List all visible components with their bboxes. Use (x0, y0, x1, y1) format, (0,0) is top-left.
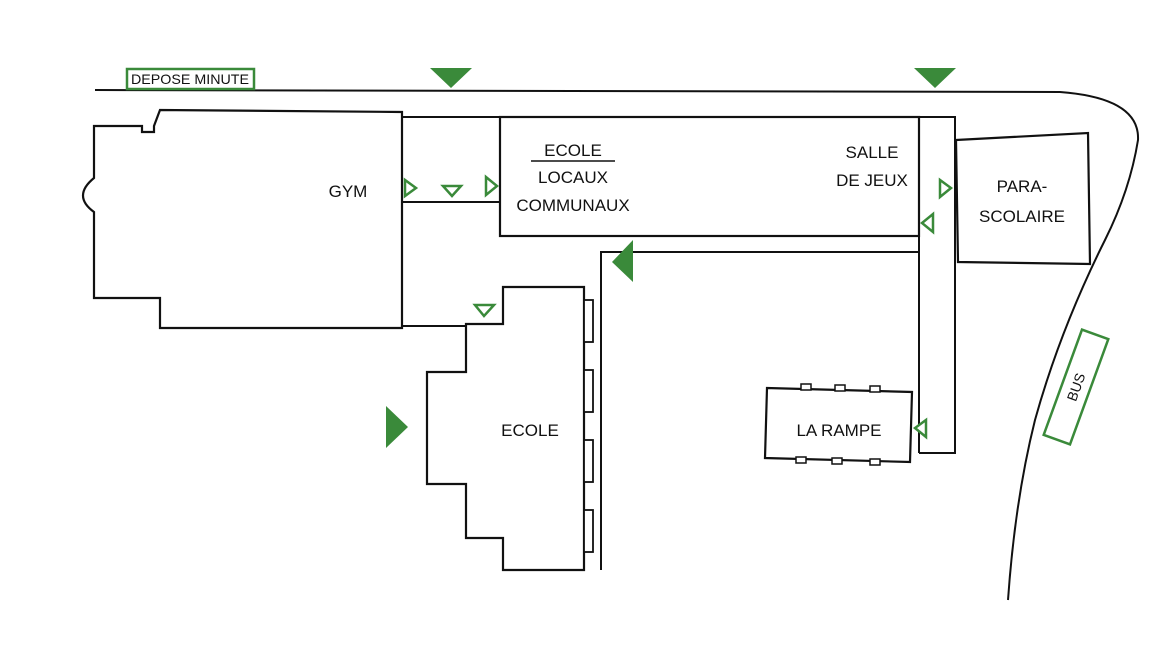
right-walkway (919, 116, 956, 454)
ecole-window (583, 369, 594, 413)
ecole-window (583, 299, 594, 343)
ecole-locaux-label-line2: LOCAUX (538, 168, 608, 187)
depose-minute-box (125, 67, 256, 91)
rampe-notch (800, 383, 812, 391)
ecole-locaux-building (498, 115, 921, 238)
depose-minute-label: DEPOSE MINUTE (131, 71, 249, 87)
rampe-notch (869, 458, 881, 466)
bus-stop: BUS (1042, 327, 1110, 447)
ecole-locaux-label-line1: ECOLE (544, 141, 602, 160)
salle-jeux-label-line2: DE JEUX (836, 171, 908, 190)
la-rampe-building (763, 386, 914, 464)
rampe-notch (869, 385, 881, 393)
inner-walkway (600, 251, 919, 570)
rampe-notch (795, 456, 807, 464)
ecole-building (425, 285, 586, 572)
path-marker-icon (938, 177, 954, 200)
gym-label: GYM (329, 182, 368, 201)
la-rampe-label: LA RAMPE (796, 421, 881, 440)
rampe-notch (831, 457, 843, 465)
gym-building (81, 108, 404, 330)
ecole-label: ECOLE (501, 421, 559, 440)
path-marker-icon (440, 184, 464, 198)
rampe-notch (834, 384, 846, 392)
ecole-locaux-label-line3: COMMUNAUX (516, 196, 629, 215)
para-scolaire-building (954, 131, 1092, 266)
path-marker-icon (403, 177, 419, 199)
salle-jeux-label-line1: SALLE (846, 143, 899, 162)
path-marker-icon (484, 174, 499, 198)
arrow-left-icon (612, 240, 633, 282)
path-marker-icon (472, 303, 497, 318)
arrow-right-icon (386, 406, 408, 448)
ecole-window (583, 509, 594, 553)
para-scolaire-label-line2: SCOLAIRE (979, 207, 1065, 226)
bus-stop-box (1042, 327, 1110, 447)
entrance-arrow-icon (914, 68, 956, 88)
ecole-window (583, 439, 594, 483)
entrance-arrow-icon (430, 68, 472, 88)
para-scolaire-label-line1: PARA- (997, 177, 1048, 196)
path-marker-icon (920, 211, 935, 235)
path-marker-icon (912, 417, 928, 440)
street-line (94, 89, 1140, 601)
